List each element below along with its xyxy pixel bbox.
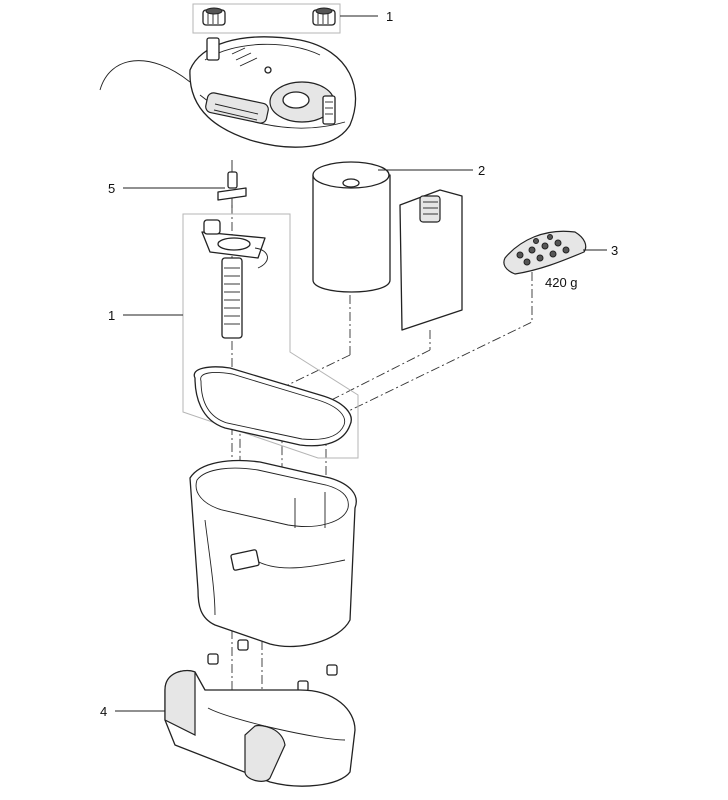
pump-head <box>99 36 357 148</box>
inlet-pipe <box>201 219 268 339</box>
hose-nut-right <box>312 7 336 26</box>
callout-filter-foam: 2 <box>378 163 485 178</box>
callout-filter-media: 3 420 g <box>545 243 618 290</box>
callout-inlet-assembly: 1 <box>108 308 183 323</box>
callout-label-fittings: 1 <box>386 9 393 24</box>
filter-media-bag <box>503 230 587 275</box>
filter-foam <box>312 161 391 293</box>
callout-label-filter-media: 3 <box>611 243 618 258</box>
filter-canister <box>189 459 357 648</box>
callout-label-impeller: 5 <box>108 181 115 196</box>
callout-label-filter-foam: 2 <box>478 163 485 178</box>
callout-label-stand: 4 <box>100 704 107 719</box>
media-weight-label: 420 g <box>545 275 578 290</box>
canister-feet <box>207 639 338 692</box>
seal-ring <box>193 366 352 447</box>
filter-pad <box>399 189 463 331</box>
oase-badge <box>230 549 260 571</box>
inlet-assembly-group <box>182 213 359 459</box>
callout-stand: 4 <box>100 704 165 719</box>
inlet-assembly-frame <box>182 213 359 459</box>
callout-fittings: 1 <box>340 9 393 24</box>
fittings-group <box>192 3 341 34</box>
fittings-group-frame <box>192 3 341 34</box>
hose-nut-left <box>202 7 226 26</box>
power-cable <box>99 60 191 91</box>
impeller <box>217 160 247 208</box>
callout-impeller: 5 <box>108 181 225 196</box>
canister-stand <box>164 669 356 787</box>
callout-label-inlet-assembly: 1 <box>108 308 115 323</box>
